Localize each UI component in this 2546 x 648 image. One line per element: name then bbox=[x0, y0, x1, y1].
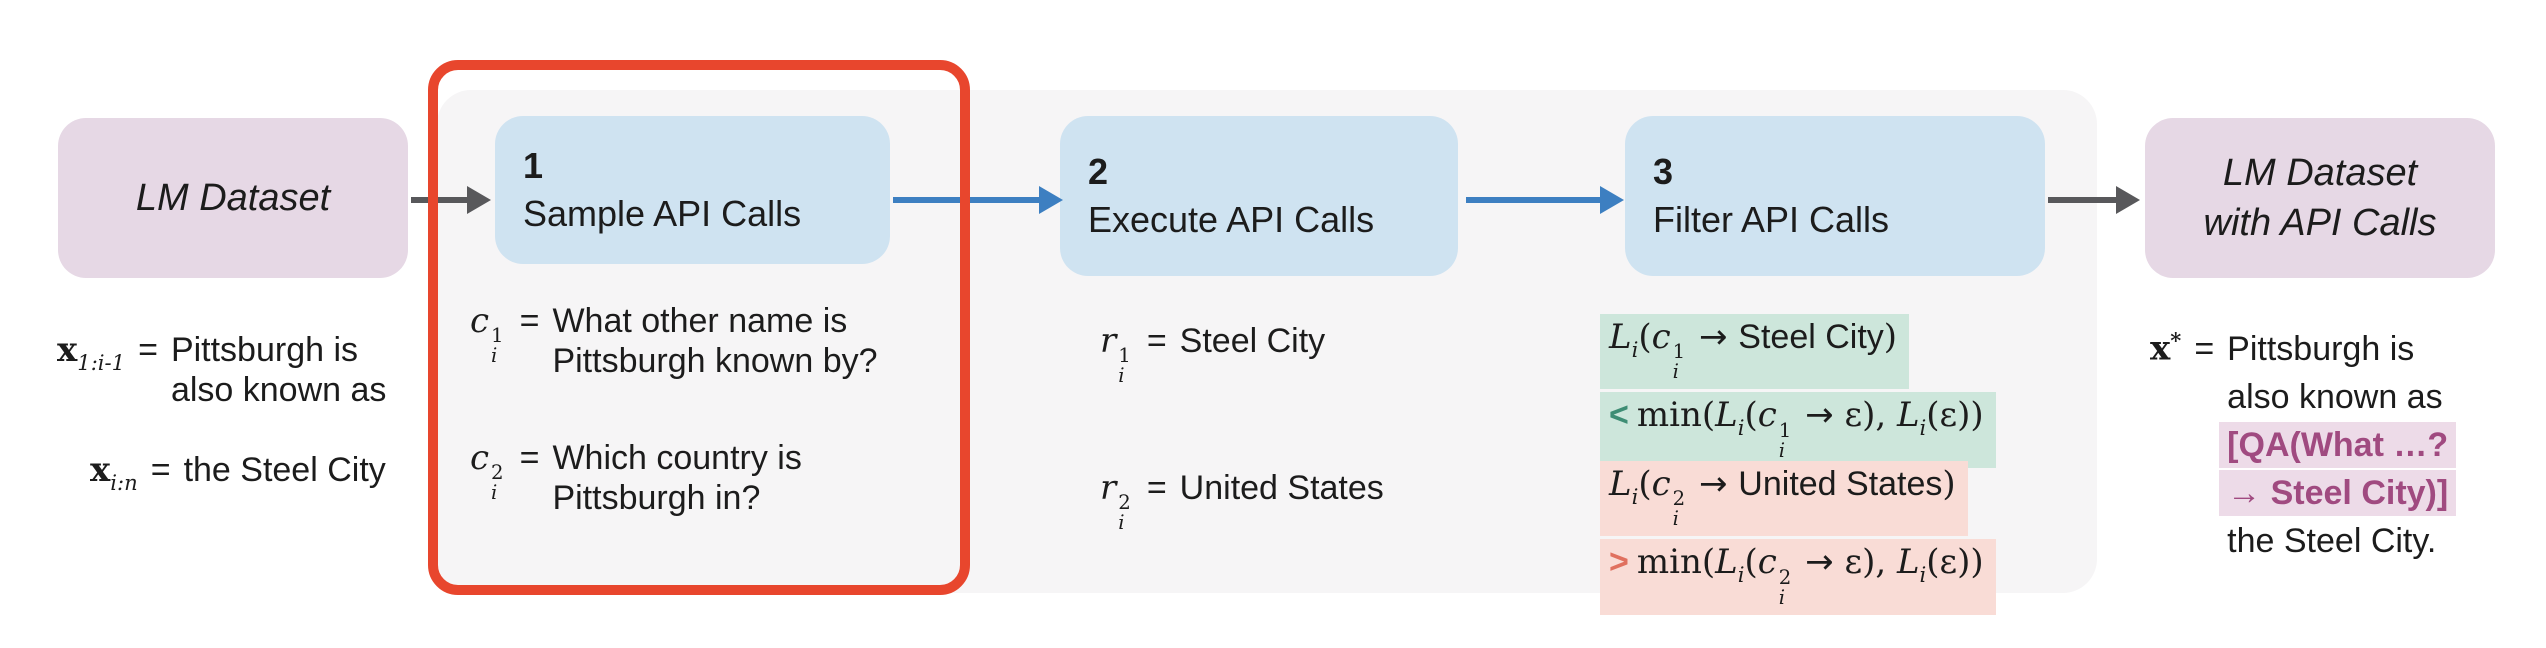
sampled-call-2-text: Which country is Pittsburgh in? bbox=[552, 439, 802, 517]
node-step1-sample-api-calls: 1 Sample API Calls bbox=[495, 116, 890, 264]
step2-number: 2 bbox=[1088, 150, 1109, 192]
var-x-1-to-i-1: x1:i-1 bbox=[57, 330, 126, 375]
input-example-suffix: xi:n = the Steel City bbox=[90, 450, 386, 503]
augmented-output-text: Pittsburgh is also known as [QA(What …? … bbox=[2219, 325, 2457, 565]
node-lm-dataset-with-api-calls: LM Dataset with API Calls bbox=[2145, 118, 2495, 278]
var-x-star: x* bbox=[2150, 328, 2182, 369]
equals-sign: = bbox=[1146, 469, 1167, 507]
inserted-api-call-line-2: → Steel City)] bbox=[2219, 469, 2457, 516]
augmented-output-example: x* = Pittsburgh is also known as [QA(Wha… bbox=[2150, 321, 2457, 565]
equals-sign: = bbox=[2194, 329, 2215, 368]
node-lm-dataset-label: LM Dataset bbox=[135, 176, 331, 219]
var-x-i-to-n: xi:n bbox=[90, 450, 138, 495]
step2-title: Execute API Calls bbox=[1088, 199, 1375, 240]
step1-title: Sample API Calls bbox=[523, 193, 802, 234]
node-step2-execute-api-calls: 2 Execute API Calls bbox=[1060, 116, 1458, 276]
sampled-call-1-text: What other name is Pittsburgh known by? bbox=[552, 302, 878, 380]
equals-sign: = bbox=[519, 302, 540, 340]
equals-sign: = bbox=[519, 439, 540, 477]
step1-number: 1 bbox=[523, 144, 544, 186]
equals-sign: = bbox=[150, 451, 171, 489]
api-result-1-value: Steel City bbox=[1179, 322, 1326, 360]
equals-sign: = bbox=[138, 331, 158, 369]
node-lm-dataset: LM Dataset bbox=[58, 118, 408, 278]
api-result-2-value: United States bbox=[1179, 469, 1384, 507]
equals-sign: = bbox=[1146, 322, 1167, 360]
step3-number: 3 bbox=[1653, 150, 1674, 192]
input-prefix-text: Pittsburgh is also known as bbox=[170, 331, 387, 409]
node-step3-filter-api-calls: 3 Filter API Calls bbox=[1625, 116, 2045, 276]
step3-title: Filter API Calls bbox=[1653, 199, 1890, 240]
input-suffix-text: the Steel City bbox=[183, 451, 386, 489]
node-output-label: LM Dataset with API Calls bbox=[2203, 151, 2437, 244]
input-example-prefix: x1:i-1 = Pittsburgh is also known as bbox=[57, 330, 386, 410]
inserted-api-call-line-1: [QA(What …? bbox=[2219, 421, 2457, 468]
